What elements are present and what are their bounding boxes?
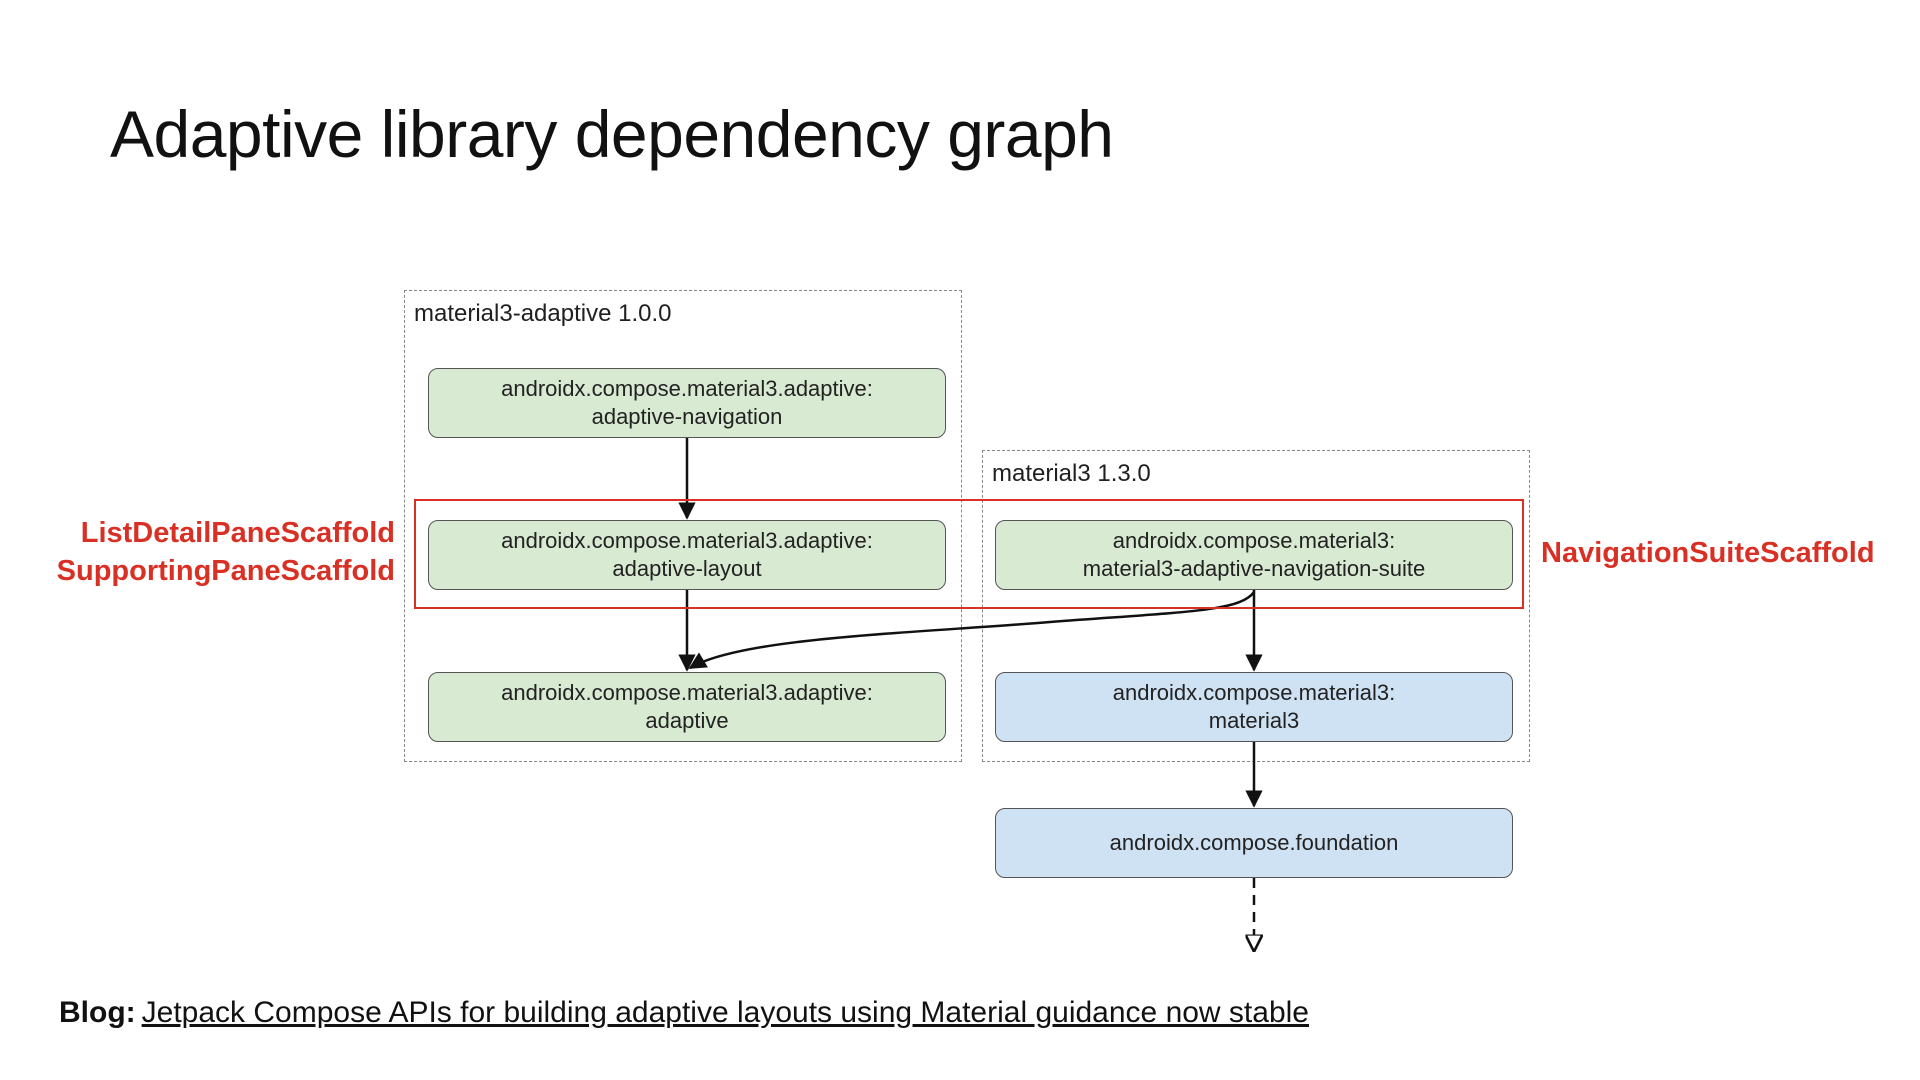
group-material3-label: material3 1.3.0 — [992, 460, 1151, 487]
node-material3: androidx.compose.material3: material3 — [995, 672, 1513, 742]
node-adaptive-navigation: androidx.compose.material3.adaptive: ada… — [428, 368, 946, 438]
group-material3-adaptive — [404, 290, 962, 762]
node-navigation-suite: androidx.compose.material3: material3-ad… — [995, 520, 1513, 590]
page-title: Adaptive library dependency graph — [110, 97, 1114, 171]
node-adaptive: androidx.compose.material3.adaptive: ada… — [428, 672, 946, 742]
blog-link[interactable]: Jetpack Compose APIs for building adapti… — [141, 996, 1309, 1029]
node-foundation: androidx.compose.foundation — [995, 808, 1513, 878]
group-material3 — [982, 450, 1530, 762]
footer-label: Blog: — [59, 996, 136, 1029]
scaffold-highlight-box — [414, 499, 1524, 609]
footer: Blog:Jetpack Compose APIs for building a… — [59, 996, 1309, 1030]
annotation-list-detail-pane-scaffold: ListDetailPaneScaffold — [80, 517, 395, 549]
group-material3-adaptive-label: material3-adaptive 1.0.0 — [414, 300, 672, 327]
node-adaptive-layout: androidx.compose.material3.adaptive: ada… — [428, 520, 946, 590]
annotation-navigation-suite-scaffold: NavigationSuiteScaffold — [1541, 537, 1875, 569]
annotation-supporting-pane-scaffold: SupportingPaneScaffold — [56, 555, 395, 587]
